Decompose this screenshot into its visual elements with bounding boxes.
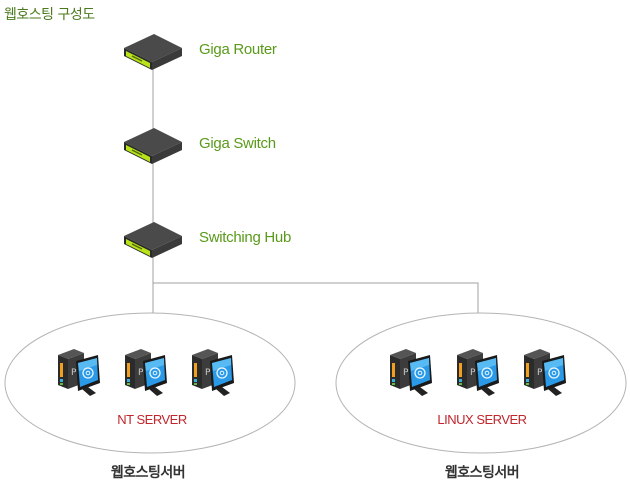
svg-text:P: P: [71, 368, 77, 378]
svg-text:P: P: [138, 368, 144, 378]
group-caption-linux: 웹호스팅서버: [444, 465, 520, 481]
device-label-hub: Switching Hub: [199, 229, 291, 246]
device-label-router: Giga Router: [199, 41, 277, 58]
server-computer-icon: P: [453, 345, 503, 397]
hub-icon: [122, 218, 184, 260]
svg-text:P: P: [537, 368, 543, 378]
group-caption-nt: 웹호스팅서버: [110, 465, 186, 481]
svg-text:P: P: [403, 368, 409, 378]
device-label-switch: Giga Switch: [199, 135, 276, 152]
group-label-linux: LINUX SERVER: [437, 412, 527, 427]
server-computer-icon: P: [121, 345, 171, 397]
linux-server-group-ellipse: [335, 312, 627, 454]
router-icon: [122, 30, 184, 72]
server-computer-icon: P: [386, 345, 436, 397]
server-computer-icon: P: [520, 345, 570, 397]
svg-text:P: P: [205, 368, 211, 378]
switch-icon: [122, 124, 184, 166]
group-label-nt: NT SERVER: [117, 412, 187, 427]
link-hub-linux: [153, 282, 479, 313]
nt-server-group-ellipse: [4, 312, 296, 454]
svg-text:P: P: [470, 368, 476, 378]
server-computer-icon: P: [188, 345, 238, 397]
server-computer-icon: P: [54, 345, 104, 397]
diagram-title: 웹호스팅 구성도: [4, 7, 95, 23]
